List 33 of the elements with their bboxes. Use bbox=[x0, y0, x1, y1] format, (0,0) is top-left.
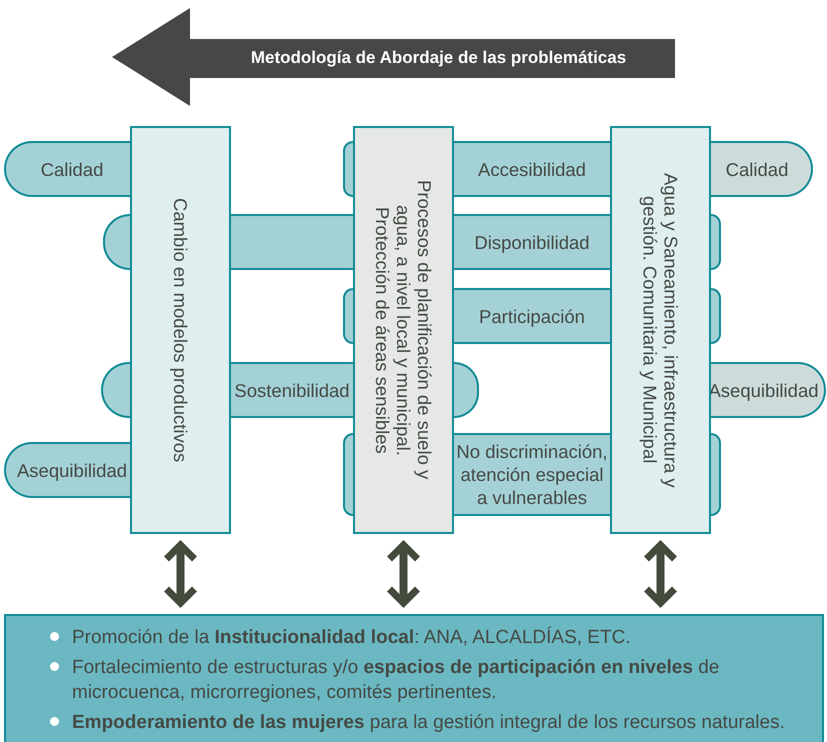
bar-label: Sostenibilidad bbox=[234, 378, 350, 402]
rounded-bar bbox=[4, 141, 130, 197]
rounded-bar bbox=[231, 362, 353, 418]
bar-label: No discriminación, atención especial a vulnerables bbox=[456, 440, 608, 509]
bullet-text: Fortalecimiento de estructuras y/o espacios de participación en niveles de microcuenca, microrregiones, comités pertinentes. bbox=[72, 657, 720, 703]
double-headed-arrow bbox=[386, 542, 421, 606]
vertical-column-box bbox=[610, 126, 711, 534]
rounded-bar bbox=[454, 214, 610, 270]
rounded-bar bbox=[711, 362, 826, 418]
column-label: Agua y Saneamiento, infraestructura y gestión. Comunitaria y Municipal bbox=[640, 172, 682, 488]
double-headed-arrow bbox=[643, 542, 678, 606]
arrow-label: Metodología de Abordaje de las problemáticas bbox=[250, 48, 628, 68]
bar-label: Calidad bbox=[40, 158, 104, 180]
rounded-bar bbox=[454, 288, 610, 344]
vertical-column-box bbox=[353, 126, 454, 534]
rounded-bar bbox=[711, 141, 813, 197]
rounded-bar bbox=[454, 141, 610, 197]
column-label: Cambio en modelos productivos bbox=[170, 196, 191, 464]
bullet-text: Promoción de la Institucionalidad local: ANA, ALCALDÍAS, ETC. bbox=[72, 627, 631, 648]
bar-label: Disponibilidad bbox=[474, 230, 590, 254]
bullet-text: Empoderamiento de las mujeres para la gestión integral de los recursos naturales. bbox=[72, 712, 785, 733]
rounded-bar bbox=[454, 433, 610, 516]
bar-label: Calidad bbox=[726, 158, 788, 180]
column-label: Procesos de planificación de suelo y agua, a nivel local y municipal. Protección de áreas sensibles bbox=[372, 179, 435, 482]
summary-panel bbox=[4, 614, 824, 742]
bar-label: Asequibilidad bbox=[708, 378, 819, 402]
bar-label: Asequibilidad bbox=[16, 458, 128, 482]
vertical-column-box bbox=[130, 126, 231, 534]
double-headed-arrow bbox=[163, 542, 198, 606]
rounded-bar bbox=[4, 442, 130, 498]
bar-label: Participación bbox=[479, 304, 585, 328]
bar-label: Accesibilidad bbox=[478, 158, 586, 180]
rounded-bar bbox=[231, 214, 353, 270]
